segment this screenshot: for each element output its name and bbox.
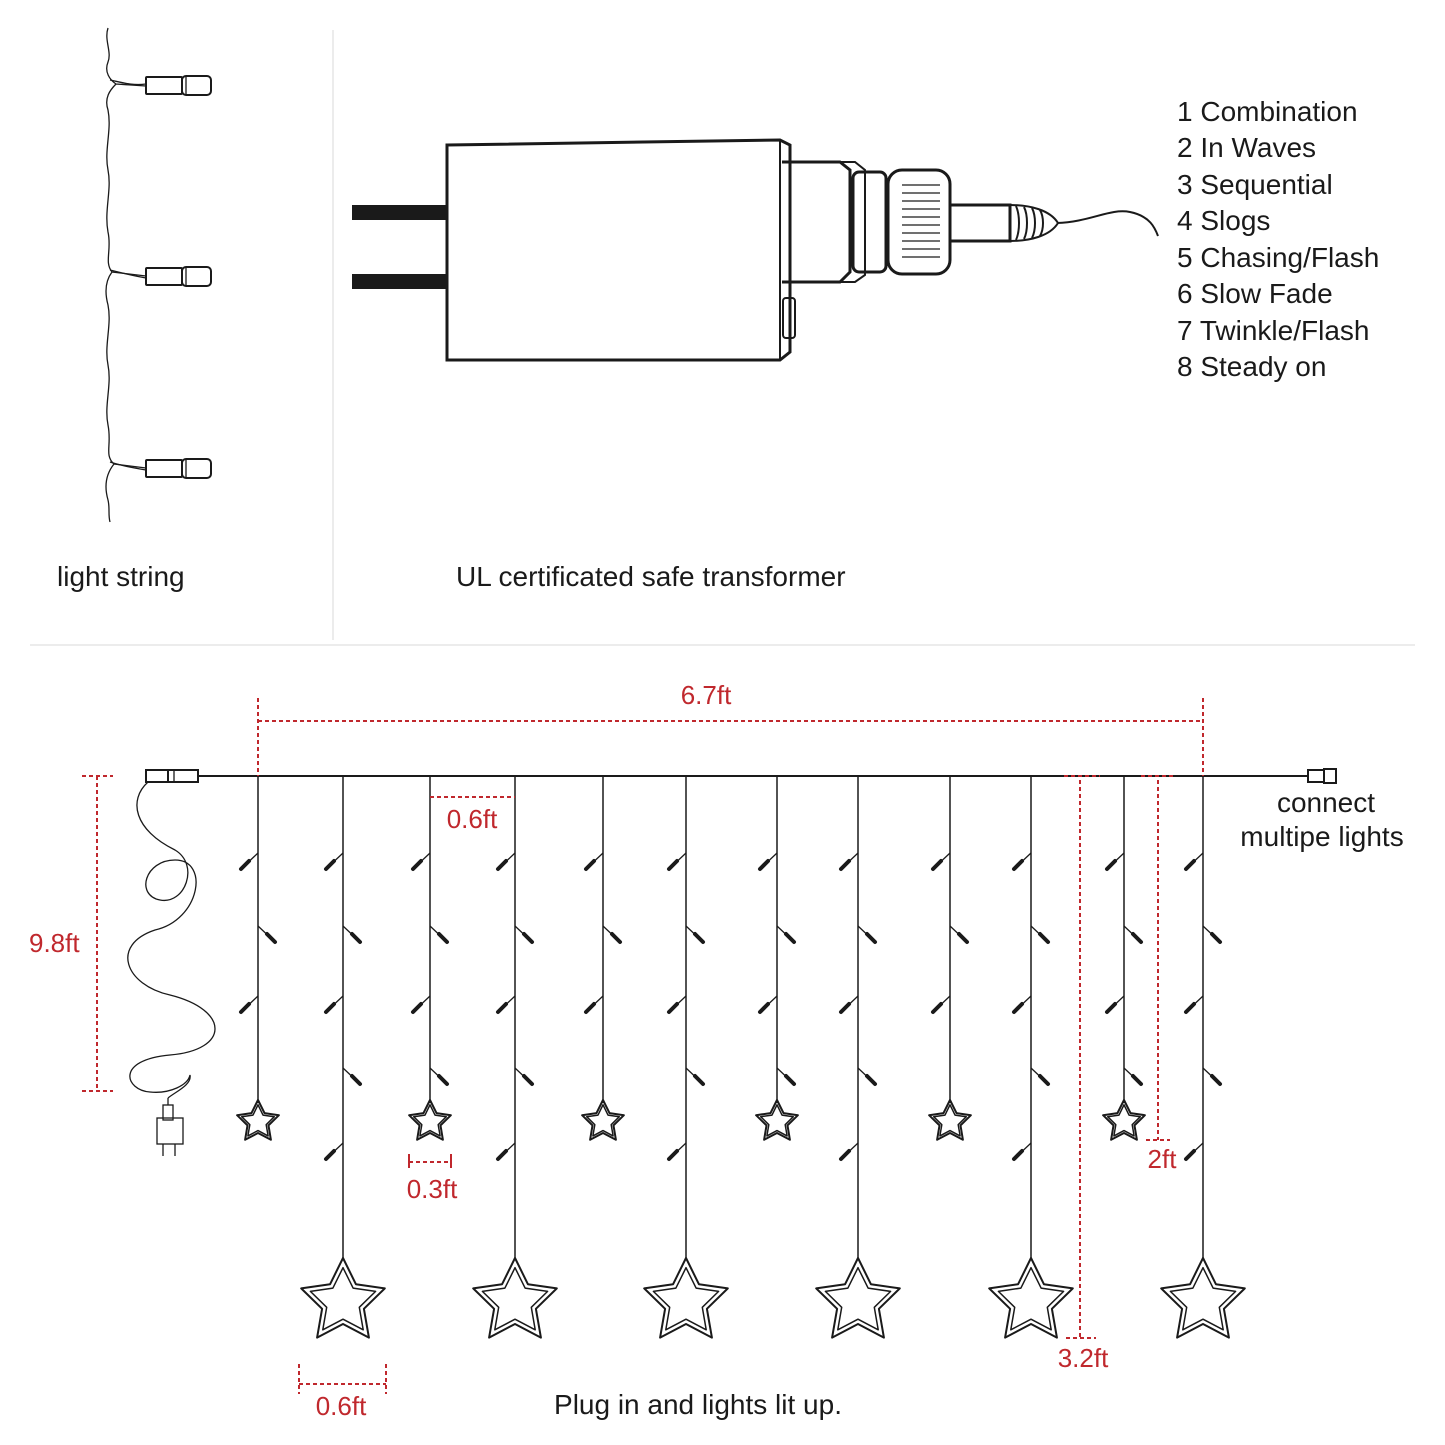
bulb-icon xyxy=(584,852,604,871)
bulb-icon xyxy=(1030,925,1050,944)
width-dimension-label: 6.7ft xyxy=(681,680,732,710)
bulb-icon xyxy=(429,1067,449,1086)
plug-prong-top xyxy=(352,205,448,220)
mode-item: 1 Combination xyxy=(1177,96,1358,127)
bulb-icon xyxy=(667,995,687,1014)
transformer-label: UL certificated safe transformer xyxy=(456,561,846,592)
bulb-icon xyxy=(1105,995,1125,1014)
bulb-icon xyxy=(411,995,431,1014)
small-star-size-label: 0.3ft xyxy=(407,1174,458,1204)
large-star xyxy=(988,1257,1074,1339)
small-star xyxy=(581,1099,625,1141)
bulb-icon xyxy=(1012,995,1032,1014)
bulb-icon xyxy=(584,995,604,1014)
bulb-icon xyxy=(667,852,687,871)
input-connector xyxy=(145,769,199,783)
mode-item: 8 Steady on xyxy=(1177,351,1326,382)
bulb-icon xyxy=(324,852,344,871)
bulb-icon xyxy=(324,995,344,1014)
dimensions: 6.7ft 9.8ft 0.6ft 0.3ft 0.6ft 2ft 3.2ft xyxy=(29,680,1204,1421)
small-star xyxy=(755,1099,799,1141)
small-star xyxy=(928,1099,972,1141)
bulb-icon xyxy=(1184,852,1204,871)
bulb-icon xyxy=(257,925,277,944)
light-string-label: light string xyxy=(57,561,185,592)
bulb-icon xyxy=(931,995,951,1014)
bulb-icon xyxy=(1123,1067,1143,1086)
plug-icon xyxy=(156,1098,184,1156)
bulb-icon xyxy=(145,266,212,287)
bulb-icon xyxy=(667,1142,687,1161)
connect-label-line1: connect xyxy=(1277,787,1375,818)
bulb-icon xyxy=(776,925,796,944)
bulb-icon xyxy=(1202,1067,1222,1086)
large-star xyxy=(300,1257,386,1339)
light-string-illustration xyxy=(105,27,212,523)
bulb-icon xyxy=(1184,995,1204,1014)
bulb-icon xyxy=(758,852,778,871)
bulb-icon xyxy=(602,925,622,944)
transformer-illustration xyxy=(352,138,1159,362)
long-strand-label: 3.2ft xyxy=(1058,1343,1109,1373)
large-star xyxy=(1160,1257,1246,1339)
large-star xyxy=(472,1257,558,1339)
bulb-icon xyxy=(839,995,859,1014)
bulb-icon xyxy=(342,1067,362,1086)
bulb-icon xyxy=(429,925,449,944)
bulb-icon xyxy=(685,1067,705,1086)
short-strand-label: 2ft xyxy=(1148,1144,1178,1174)
strands xyxy=(236,776,1246,1339)
bulb-icon xyxy=(145,75,212,96)
bulb-icon xyxy=(931,852,951,871)
mode-item: 6 Slow Fade xyxy=(1177,278,1333,309)
lead-length-label: 9.8ft xyxy=(29,928,80,958)
bulb-icon xyxy=(839,852,859,871)
bulb-icon xyxy=(1202,925,1222,944)
bulb-icon xyxy=(1105,852,1125,871)
small-star xyxy=(408,1099,452,1141)
bulb-icon xyxy=(857,925,877,944)
bulb-icon xyxy=(496,995,516,1014)
bulb-icon xyxy=(411,852,431,871)
bulb-icon xyxy=(239,995,259,1014)
bulb-icon xyxy=(1012,852,1032,871)
bulb-icon xyxy=(324,1142,344,1161)
output-connector xyxy=(1307,768,1337,784)
bulb-icon xyxy=(839,1142,859,1161)
bulb-icon xyxy=(496,1142,516,1161)
caption: Plug in and lights lit up. xyxy=(554,1389,842,1420)
bulb-icon xyxy=(514,925,534,944)
strand-spacing-label: 0.6ft xyxy=(447,804,498,834)
small-star xyxy=(236,1099,280,1141)
bulb-icon xyxy=(496,852,516,871)
mode-item: 5 Chasing/Flash xyxy=(1177,242,1379,273)
bulb-icon xyxy=(758,995,778,1014)
small-star xyxy=(1102,1099,1146,1141)
mode-item: 2 In Waves xyxy=(1177,132,1316,163)
large-star xyxy=(815,1257,901,1339)
mode-item: 3 Sequential xyxy=(1177,169,1333,200)
plug-prong-bottom xyxy=(352,274,448,289)
big-star-size-label: 0.6ft xyxy=(316,1391,367,1421)
large-star xyxy=(643,1257,729,1339)
bulb-icon xyxy=(685,925,705,944)
bulb-icon xyxy=(514,1067,534,1086)
modes-list: 1 Combination 2 In Waves 3 Sequential 4 … xyxy=(1177,96,1379,382)
curtain-illustration xyxy=(127,768,1337,1339)
bulb-icon xyxy=(857,1067,877,1086)
bulb-icon xyxy=(1123,925,1143,944)
bulb-icon xyxy=(776,1067,796,1086)
mode-item: 4 Slogs xyxy=(1177,205,1270,236)
mode-item: 7 Twinkle/Flash xyxy=(1177,315,1369,346)
bulb-icon xyxy=(1184,1142,1204,1161)
bulb-icon xyxy=(239,852,259,871)
bulb-icon xyxy=(1030,1067,1050,1086)
bulb-icon xyxy=(1012,1142,1032,1161)
bulb-icon xyxy=(145,458,212,479)
connect-label-line2: multipe lights xyxy=(1240,821,1403,852)
bulb-icon xyxy=(949,925,969,944)
bulb-icon xyxy=(342,925,362,944)
